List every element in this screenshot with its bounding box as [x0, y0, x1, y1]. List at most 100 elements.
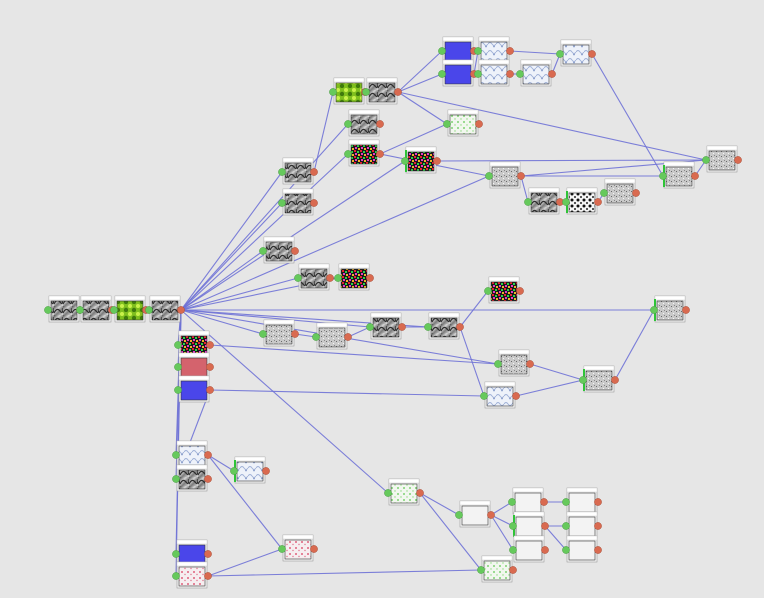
input-port[interactable]	[485, 172, 493, 180]
output-port[interactable]	[517, 172, 525, 180]
node-title-bar[interactable]	[48, 295, 80, 301]
node-title-bar[interactable]	[176, 561, 208, 567]
output-port[interactable]	[344, 333, 352, 341]
node-title-bar[interactable]	[428, 312, 460, 318]
node-title-bar[interactable]	[178, 375, 210, 381]
node-title-bar[interactable]	[366, 77, 398, 83]
input-port[interactable]	[110, 306, 118, 314]
node-title-bar[interactable]	[178, 352, 210, 358]
node-title-bar[interactable]	[316, 322, 348, 328]
input-port[interactable]	[443, 120, 451, 128]
graph-node-speckle-noise-texture[interactable]	[494, 349, 534, 377]
node-title-bar[interactable]	[263, 319, 295, 325]
output-port[interactable]	[206, 341, 214, 349]
graph-node-light-blue-cell-texture[interactable]	[172, 440, 212, 468]
graph-node-light-blue-cell-texture[interactable]	[556, 39, 596, 67]
node-title-bar[interactable]	[498, 349, 530, 355]
node-title-bar[interactable]	[512, 487, 544, 493]
input-port[interactable]	[494, 360, 502, 368]
graph-node-gray-relief-texture[interactable]	[424, 312, 464, 340]
input-port[interactable]	[172, 550, 180, 558]
graph-node-empty-output[interactable]	[508, 487, 548, 515]
node-title-bar[interactable]	[560, 39, 592, 45]
graph-node-green-noise-texture[interactable]	[110, 295, 150, 323]
graph-node-light-blue-cell-texture[interactable]	[474, 36, 514, 64]
output-port[interactable]	[516, 287, 524, 295]
node-title-bar[interactable]	[282, 157, 314, 163]
graph-node-gray-relief-texture[interactable]	[366, 312, 406, 340]
output-port[interactable]	[394, 88, 402, 96]
graph-node-black-white-spots-texture[interactable]	[562, 187, 602, 215]
output-port[interactable]	[588, 50, 596, 58]
graph-node-solid-blue-fill[interactable]	[438, 59, 478, 87]
node-title-bar[interactable]	[263, 236, 295, 242]
input-port[interactable]	[384, 489, 392, 497]
node-title-bar[interactable]	[388, 478, 420, 484]
node-title-bar[interactable]	[566, 511, 598, 517]
output-port[interactable]	[548, 70, 556, 78]
node-title-bar[interactable]	[488, 276, 520, 282]
output-port[interactable]	[326, 274, 334, 282]
graph-node-gray-relief-texture[interactable]	[362, 77, 402, 105]
graph-node-speckle-noise-texture[interactable]	[312, 322, 352, 350]
input-port[interactable]	[484, 287, 492, 295]
graph-node-light-blue-cell-texture[interactable]	[480, 381, 520, 409]
input-port[interactable]	[76, 306, 84, 314]
graph-node-multicolor-noise-texture[interactable]	[401, 146, 441, 174]
node-title-bar[interactable]	[348, 109, 380, 115]
output-port[interactable]	[291, 330, 299, 338]
graph-node-speckle-noise-texture[interactable]	[485, 161, 525, 189]
node-title-bar[interactable]	[481, 555, 513, 561]
graph-node-pink-dots-texture[interactable]	[172, 561, 212, 589]
node-title-bar[interactable]	[176, 539, 208, 545]
input-port[interactable]	[174, 363, 182, 371]
output-port[interactable]	[204, 550, 212, 558]
input-port[interactable]	[524, 198, 532, 206]
graph-node-gray-relief-texture[interactable]	[76, 295, 116, 323]
output-port[interactable]	[177, 306, 185, 314]
graph-node-multicolor-noise-texture[interactable]	[484, 276, 524, 304]
graph-node-solid-blue-fill[interactable]	[438, 36, 478, 64]
input-port[interactable]	[278, 199, 286, 207]
input-port[interactable]	[509, 546, 517, 554]
output-port[interactable]	[433, 157, 441, 165]
graph-node-gray-relief-texture[interactable]	[294, 263, 334, 291]
output-port[interactable]	[204, 572, 212, 580]
node-title-bar[interactable]	[234, 456, 266, 462]
output-port[interactable]	[310, 168, 318, 176]
graph-node-empty-output[interactable]	[562, 511, 602, 539]
node-title-bar[interactable]	[478, 36, 510, 42]
node-title-bar[interactable]	[566, 487, 598, 493]
input-port[interactable]	[562, 522, 570, 530]
graph-node-solid-blue-fill[interactable]	[172, 539, 212, 567]
node-title-bar[interactable]	[484, 381, 516, 387]
input-port[interactable]	[362, 88, 370, 96]
output-port[interactable]	[291, 247, 299, 255]
input-port[interactable]	[172, 475, 180, 483]
graph-node-green-dots-texture[interactable]	[477, 555, 517, 583]
output-port[interactable]	[734, 156, 742, 164]
node-title-bar[interactable]	[566, 187, 598, 193]
graph-node-gray-relief-texture[interactable]	[278, 157, 318, 185]
output-port[interactable]	[262, 467, 270, 475]
graph-node-light-blue-cell-texture[interactable]	[474, 59, 514, 87]
output-port[interactable]	[541, 546, 549, 554]
input-port[interactable]	[230, 467, 238, 475]
node-title-bar[interactable]	[114, 295, 146, 301]
input-port[interactable]	[312, 333, 320, 341]
output-port[interactable]	[691, 172, 699, 180]
node-title-bar[interactable]	[176, 464, 208, 470]
node-title-bar[interactable]	[528, 187, 560, 193]
input-port[interactable]	[659, 172, 667, 180]
input-port[interactable]	[344, 120, 352, 128]
input-port[interactable]	[477, 566, 485, 574]
input-port[interactable]	[562, 546, 570, 554]
node-title-bar[interactable]	[583, 365, 615, 371]
graph-node-empty-output[interactable]	[509, 535, 549, 563]
graph-node-gray-relief-texture[interactable]	[259, 236, 299, 264]
input-port[interactable]	[44, 306, 52, 314]
input-port[interactable]	[329, 88, 337, 96]
input-port[interactable]	[424, 323, 432, 331]
node-title-bar[interactable]	[447, 109, 479, 115]
input-port[interactable]	[401, 157, 409, 165]
